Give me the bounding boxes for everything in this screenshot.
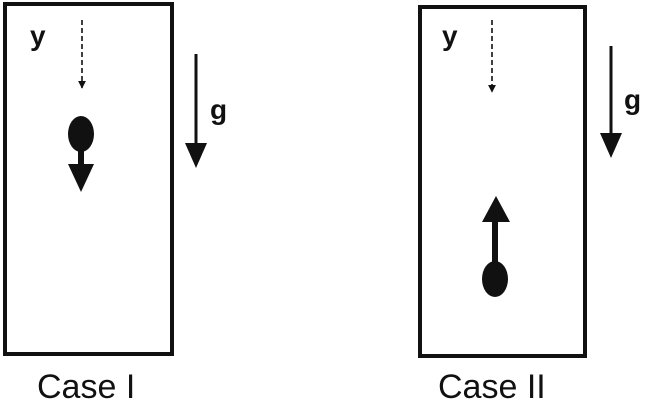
case-2-box xyxy=(418,5,587,358)
case-1-y-label: y xyxy=(30,20,46,51)
case-2-g-label: g xyxy=(624,84,642,115)
case-1-particle xyxy=(68,116,94,152)
case-1-velocity-arrow-down xyxy=(68,150,94,192)
case-1-g-label: g xyxy=(210,94,228,125)
case-1-caption: Case I xyxy=(37,368,136,406)
case-2-panel xyxy=(418,5,622,358)
case-2-velocity-arrow-up xyxy=(482,196,510,264)
case-2-y-label: y xyxy=(442,20,458,51)
case-1-gravity-arrow xyxy=(185,54,207,168)
case-2-caption: Case II xyxy=(438,368,546,406)
case-1-box xyxy=(3,2,174,356)
case-1-panel xyxy=(3,2,207,356)
case-2-gravity-arrow xyxy=(600,46,622,158)
case-2-particle xyxy=(482,261,508,297)
